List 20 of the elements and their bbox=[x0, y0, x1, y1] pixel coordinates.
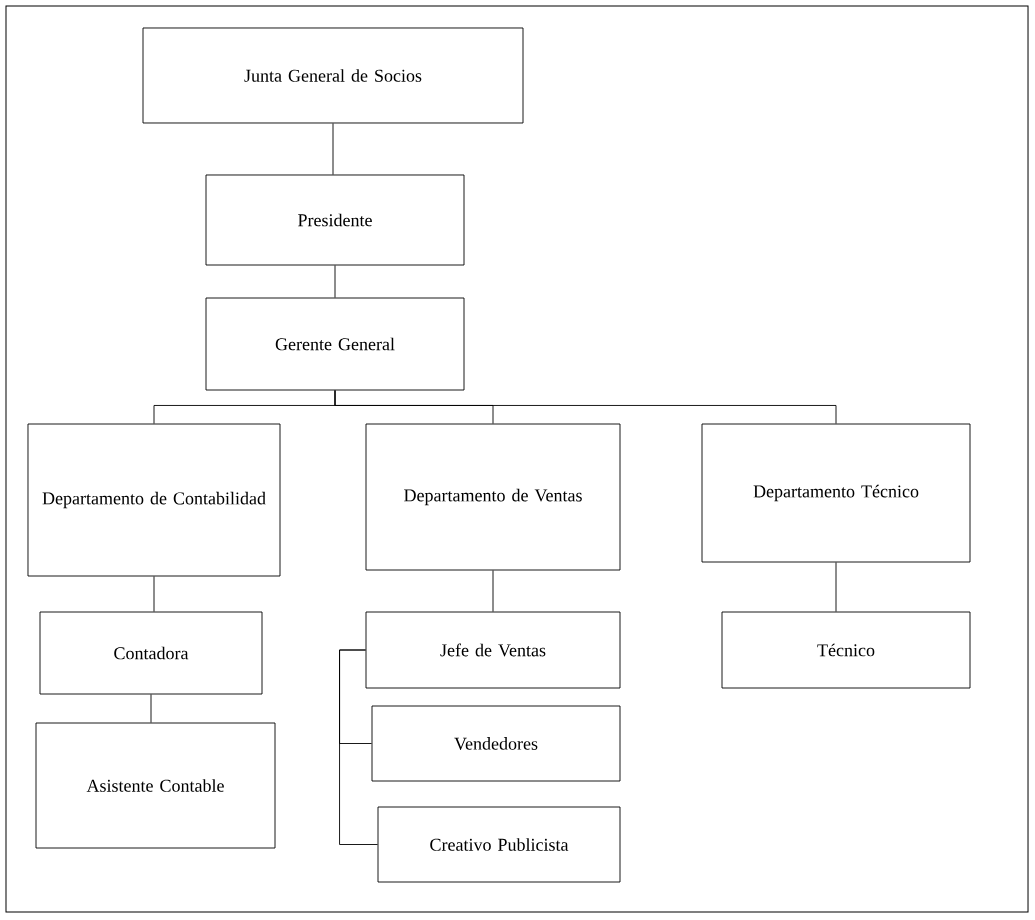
connector-line bbox=[153, 576, 155, 612]
org-box: Departamento de Contabilidad bbox=[27, 423, 281, 577]
org-box: Creativo Publicista bbox=[377, 806, 621, 883]
connector-line bbox=[492, 570, 494, 612]
connector-line bbox=[334, 265, 336, 298]
connector-line bbox=[332, 123, 334, 175]
org-box: Departamento de Ventas bbox=[365, 423, 621, 571]
org-box: Contadora bbox=[39, 611, 263, 695]
org-box: Junta General de Socios bbox=[142, 27, 524, 124]
org-box: Departamento Técnico bbox=[701, 423, 971, 563]
org-box: Técnico bbox=[721, 611, 971, 689]
connector-line bbox=[339, 649, 378, 845]
org-box: Vendedores bbox=[371, 705, 621, 782]
org-box: Jefe de Ventas bbox=[365, 611, 621, 689]
connector-line bbox=[835, 562, 837, 612]
org-box: Presidente bbox=[205, 174, 465, 266]
org-box: Gerente General bbox=[205, 297, 465, 391]
connector-line bbox=[334, 390, 837, 424]
org-box: Asistente Contable bbox=[35, 722, 276, 849]
connector-line bbox=[150, 694, 152, 723]
